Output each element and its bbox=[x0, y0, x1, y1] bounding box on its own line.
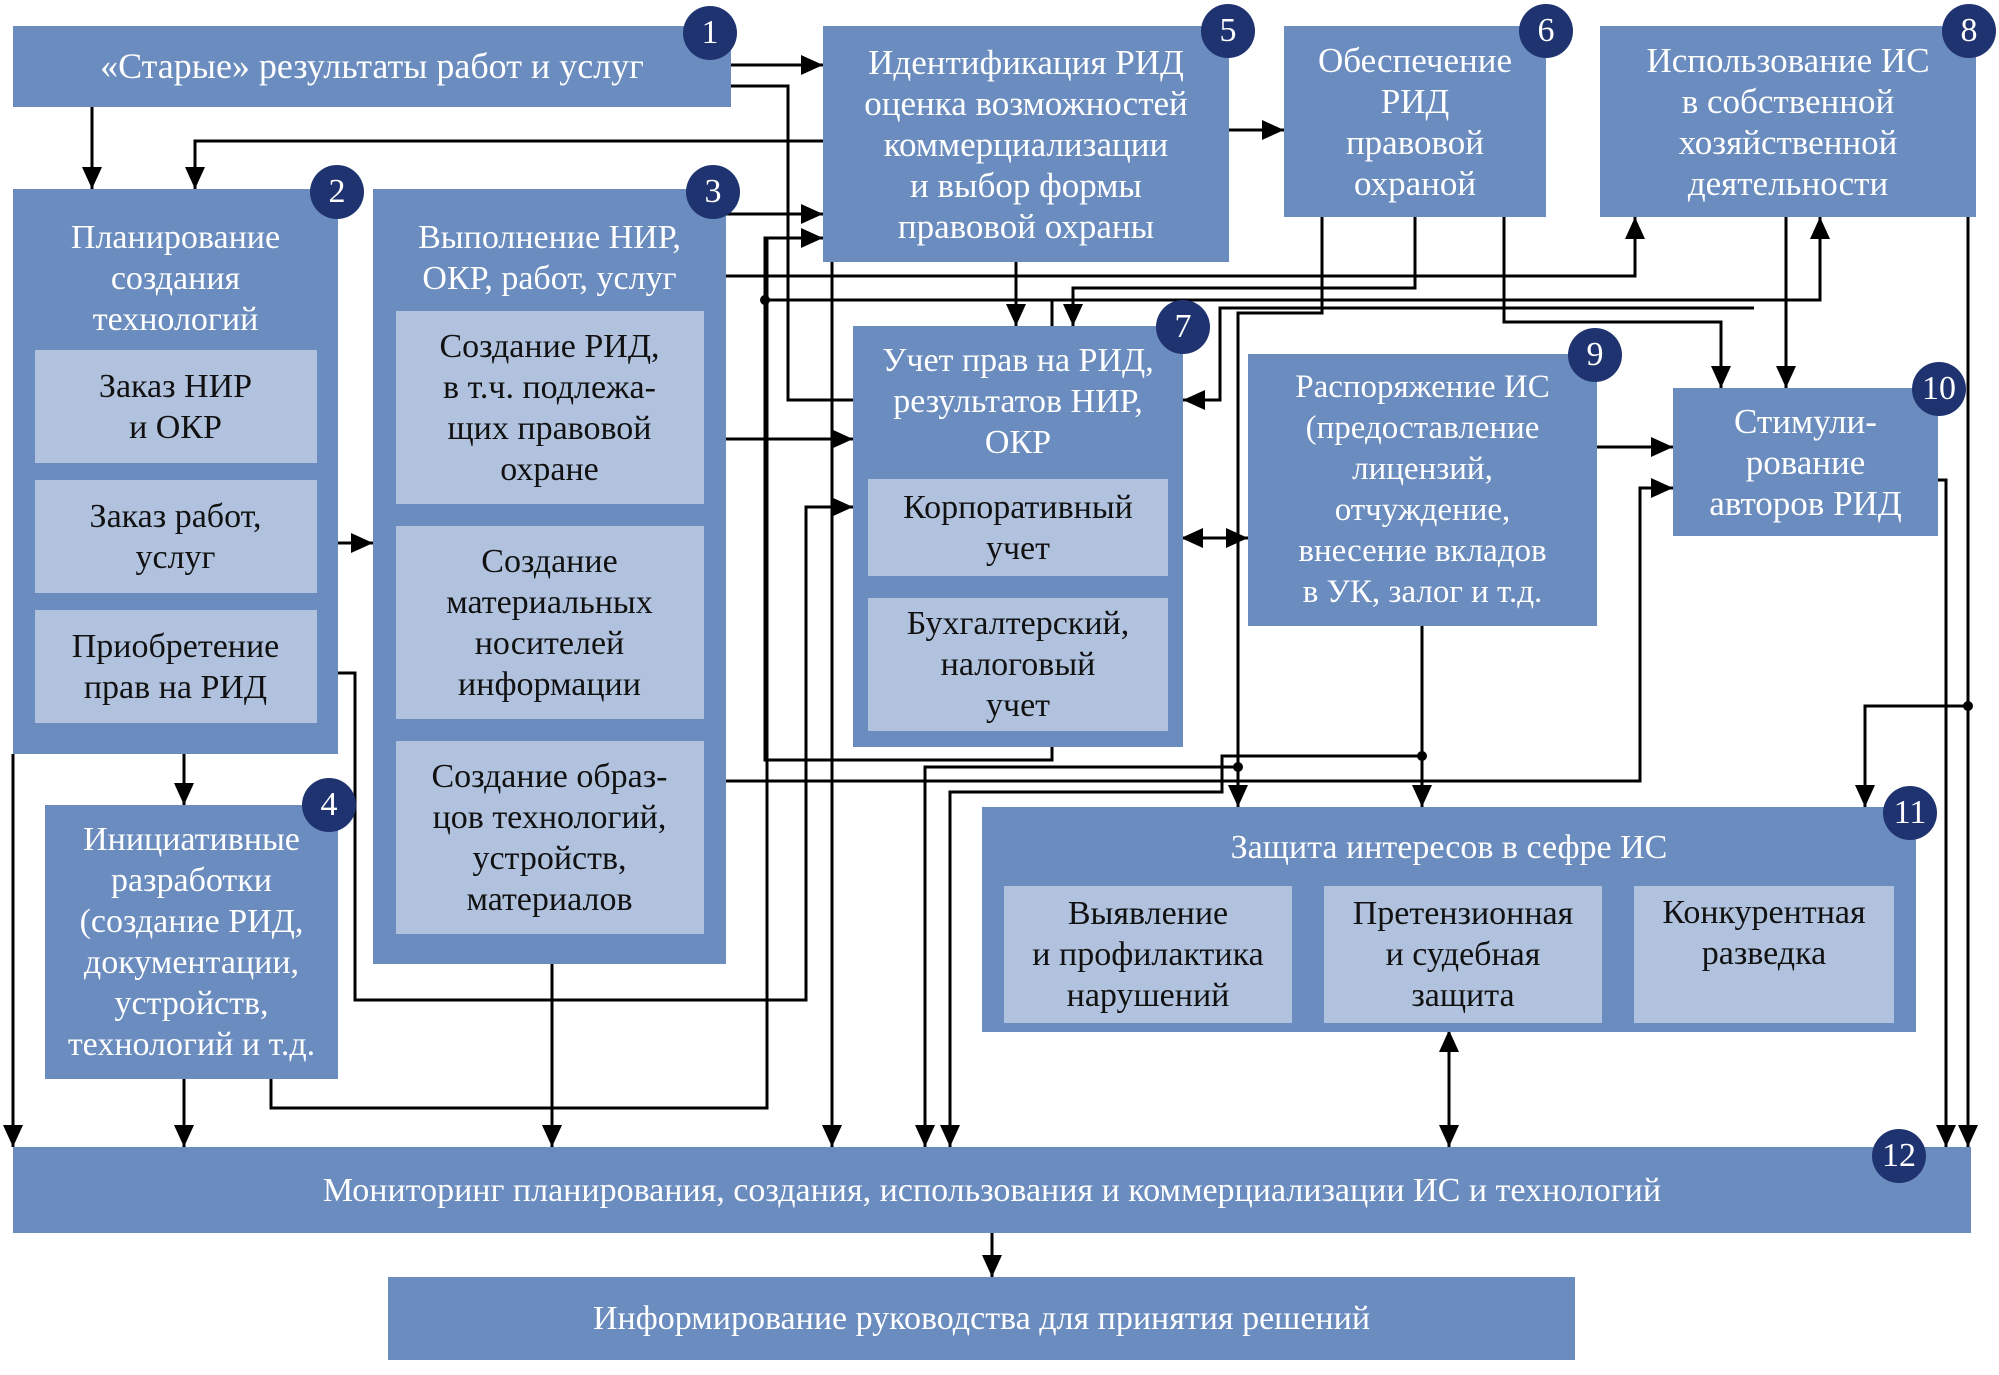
badge-7: 7 bbox=[1156, 300, 1210, 354]
block-execution-title: Выполнение НИР, ОКР, работ, услуг bbox=[418, 219, 681, 297]
block-execution: Выполнение НИР, ОКР, работ, услуг Создан… bbox=[373, 189, 726, 964]
block-initiative: Инициативные разработки (создание РИД, д… bbox=[45, 805, 338, 1079]
connector-9-7 bbox=[1183, 306, 1754, 410]
badge-2: 2 bbox=[310, 165, 364, 219]
badge-4: 4 bbox=[302, 778, 356, 832]
execution-item-create-media: Создание материальных носителей информац… bbox=[395, 526, 704, 719]
block-old-results: «Старые» результаты работ и услуг bbox=[13, 26, 731, 107]
planning-item-order-rnd: Заказ НИР и ОКР bbox=[34, 350, 317, 463]
block-planning-title: Планирование создания технологий bbox=[70, 219, 281, 338]
ip-defense-items: Выявление и профилактика нарушений Прете… bbox=[1004, 886, 1894, 1023]
block-own-use-title: Использование ИС в собственной хозяйстве… bbox=[1646, 40, 1930, 203]
connector-9-12 bbox=[940, 754, 1422, 1147]
accounting-item-tax: Бухгалтерский, налоговый учет bbox=[868, 598, 1168, 731]
block-management-reporting-title: Информирование руководства для принятия … bbox=[592, 1300, 1371, 1337]
block-management-reporting: Информирование руководства для принятия … bbox=[388, 1277, 1575, 1360]
connector-6-7 bbox=[1063, 217, 1417, 326]
connector-1-7 bbox=[731, 84, 853, 402]
block-disposal-title: Распоряжение ИС (предоставление лицензий… bbox=[1295, 369, 1550, 610]
block-disposal: Распоряжение ИС (предоставление лицензий… bbox=[1248, 354, 1597, 626]
block-legal-protection: Обеспечение РИД правовой охраной bbox=[1284, 26, 1546, 217]
connector-6-10 bbox=[1502, 217, 1731, 388]
badge-1: 1 bbox=[683, 6, 737, 60]
block-own-use: Использование ИС в собственной хозяйстве… bbox=[1600, 26, 1976, 217]
badge-6: 6 bbox=[1519, 4, 1573, 58]
block-planning: Планирование создания технологий Заказ Н… bbox=[13, 189, 338, 754]
connector-10-12 bbox=[1936, 478, 1956, 1147]
connector-3-10 bbox=[726, 478, 1673, 783]
accounting-item-corporate: Корпоративный учет bbox=[868, 479, 1168, 577]
connector-4-5 bbox=[269, 238, 769, 1110]
block-accounting-title: Учет прав на РИД, результатов НИР, ОКР bbox=[882, 342, 1154, 461]
connector-8-11 bbox=[1855, 704, 1968, 807]
ip-defense-item-detection: Выявление и профилактика нарушений bbox=[1004, 886, 1292, 1023]
block-initiative-title: Инициативные разработки (создание РИД, д… bbox=[67, 821, 316, 1063]
execution-item-create-rid: Создание РИД, в т.ч. подлежа- щих правов… bbox=[395, 311, 704, 504]
badge-9: 9 bbox=[1568, 328, 1622, 382]
connector-3-bus bbox=[765, 217, 1830, 302]
badge-10: 10 bbox=[1912, 362, 1966, 416]
block-ip-defense-title: Защита интересов в сефре ИС bbox=[1230, 829, 1668, 866]
block-legal-protection-title: Обеспечение РИД правовой охраной bbox=[1317, 40, 1513, 203]
planning-item-order-services: Заказ работ, услуг bbox=[34, 480, 317, 593]
block-author-incentives-title: Стимули- рование авторов РИД bbox=[1709, 401, 1902, 523]
ip-defense-item-intelligence: Конкурентная разведка bbox=[1634, 886, 1894, 1023]
badge-11: 11 bbox=[1883, 786, 1937, 840]
connector-6-11 bbox=[1228, 217, 1324, 807]
block-ip-defense: Защита интересов в сефре ИС Выявление и … bbox=[982, 807, 1916, 1032]
execution-item-create-samples: Создание образ- цов технологий, устройст… bbox=[395, 741, 704, 934]
badge-5: 5 bbox=[1201, 4, 1255, 58]
badge-12: 12 bbox=[1872, 1129, 1926, 1183]
block-monitoring: Мониторинг планирования, создания, испол… bbox=[13, 1147, 1971, 1233]
connector-bus-5 bbox=[763, 228, 823, 300]
badge-3: 3 bbox=[686, 165, 740, 219]
connector-2-7 bbox=[314, 497, 853, 1002]
planning-item-acquire-rights: Приобретение прав на РИД bbox=[34, 610, 317, 723]
block-old-results-title: «Старые» результаты работ и услуг bbox=[100, 46, 644, 86]
block-identification-title: Идентификация РИД оценка возможностей ко… bbox=[864, 42, 1188, 246]
block-accounting: Учет прав на РИД, результатов НИР, ОКР К… bbox=[853, 326, 1183, 747]
connector-3-8 bbox=[726, 217, 1645, 278]
ip-defense-item-litigation: Претензионная и судебная защита bbox=[1324, 886, 1602, 1023]
block-author-incentives: Стимули- рование авторов РИД bbox=[1673, 388, 1938, 536]
block-monitoring-title: Мониторинг планирования, создания, испол… bbox=[322, 1171, 1662, 1209]
connector-6-12 bbox=[915, 765, 1238, 1147]
block-identification: Идентификация РИД оценка возможностей ко… bbox=[823, 26, 1229, 262]
badge-8: 8 bbox=[1942, 4, 1996, 58]
